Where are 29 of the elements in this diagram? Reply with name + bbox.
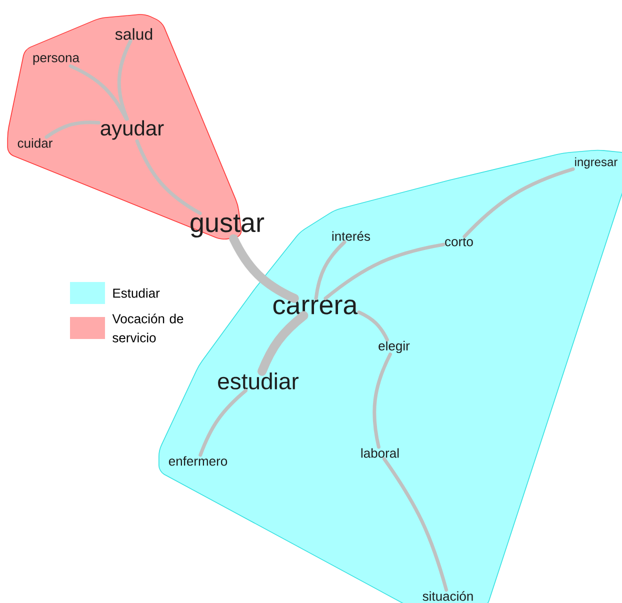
link-line: [135, 139, 202, 216]
link-line: [462, 167, 575, 238]
link-line: [44, 120, 100, 139]
link-line: [382, 457, 448, 592]
link-line: [258, 311, 308, 376]
word-label: cuidar: [18, 138, 52, 148]
link-line: [229, 234, 299, 303]
word-label: enfermero: [168, 456, 228, 466]
word-label: salud: [115, 28, 152, 40]
word-label: gustar: [190, 214, 264, 238]
link-line: [324, 242, 446, 300]
word-label: estudiar: [218, 372, 299, 390]
word-label: situación: [422, 591, 473, 601]
legend-label: Vocación de servicio: [112, 314, 184, 342]
link-line: [372, 352, 392, 449]
link-line: [68, 64, 128, 121]
legend-label: Estudiar: [113, 288, 160, 298]
link-line: [314, 240, 346, 300]
word-label: persona: [33, 55, 80, 65]
link-line: [117, 39, 132, 121]
word-label: elegir: [378, 340, 410, 354]
word-label: ingresar: [575, 157, 618, 169]
word-label: ayudar: [100, 120, 164, 140]
word-label: interés: [332, 231, 370, 241]
word-label: corto: [445, 238, 473, 246]
link-line: [357, 310, 389, 342]
link-line: [198, 388, 248, 457]
word-label: laboral: [361, 448, 399, 458]
word-label: carrera: [273, 300, 358, 314]
